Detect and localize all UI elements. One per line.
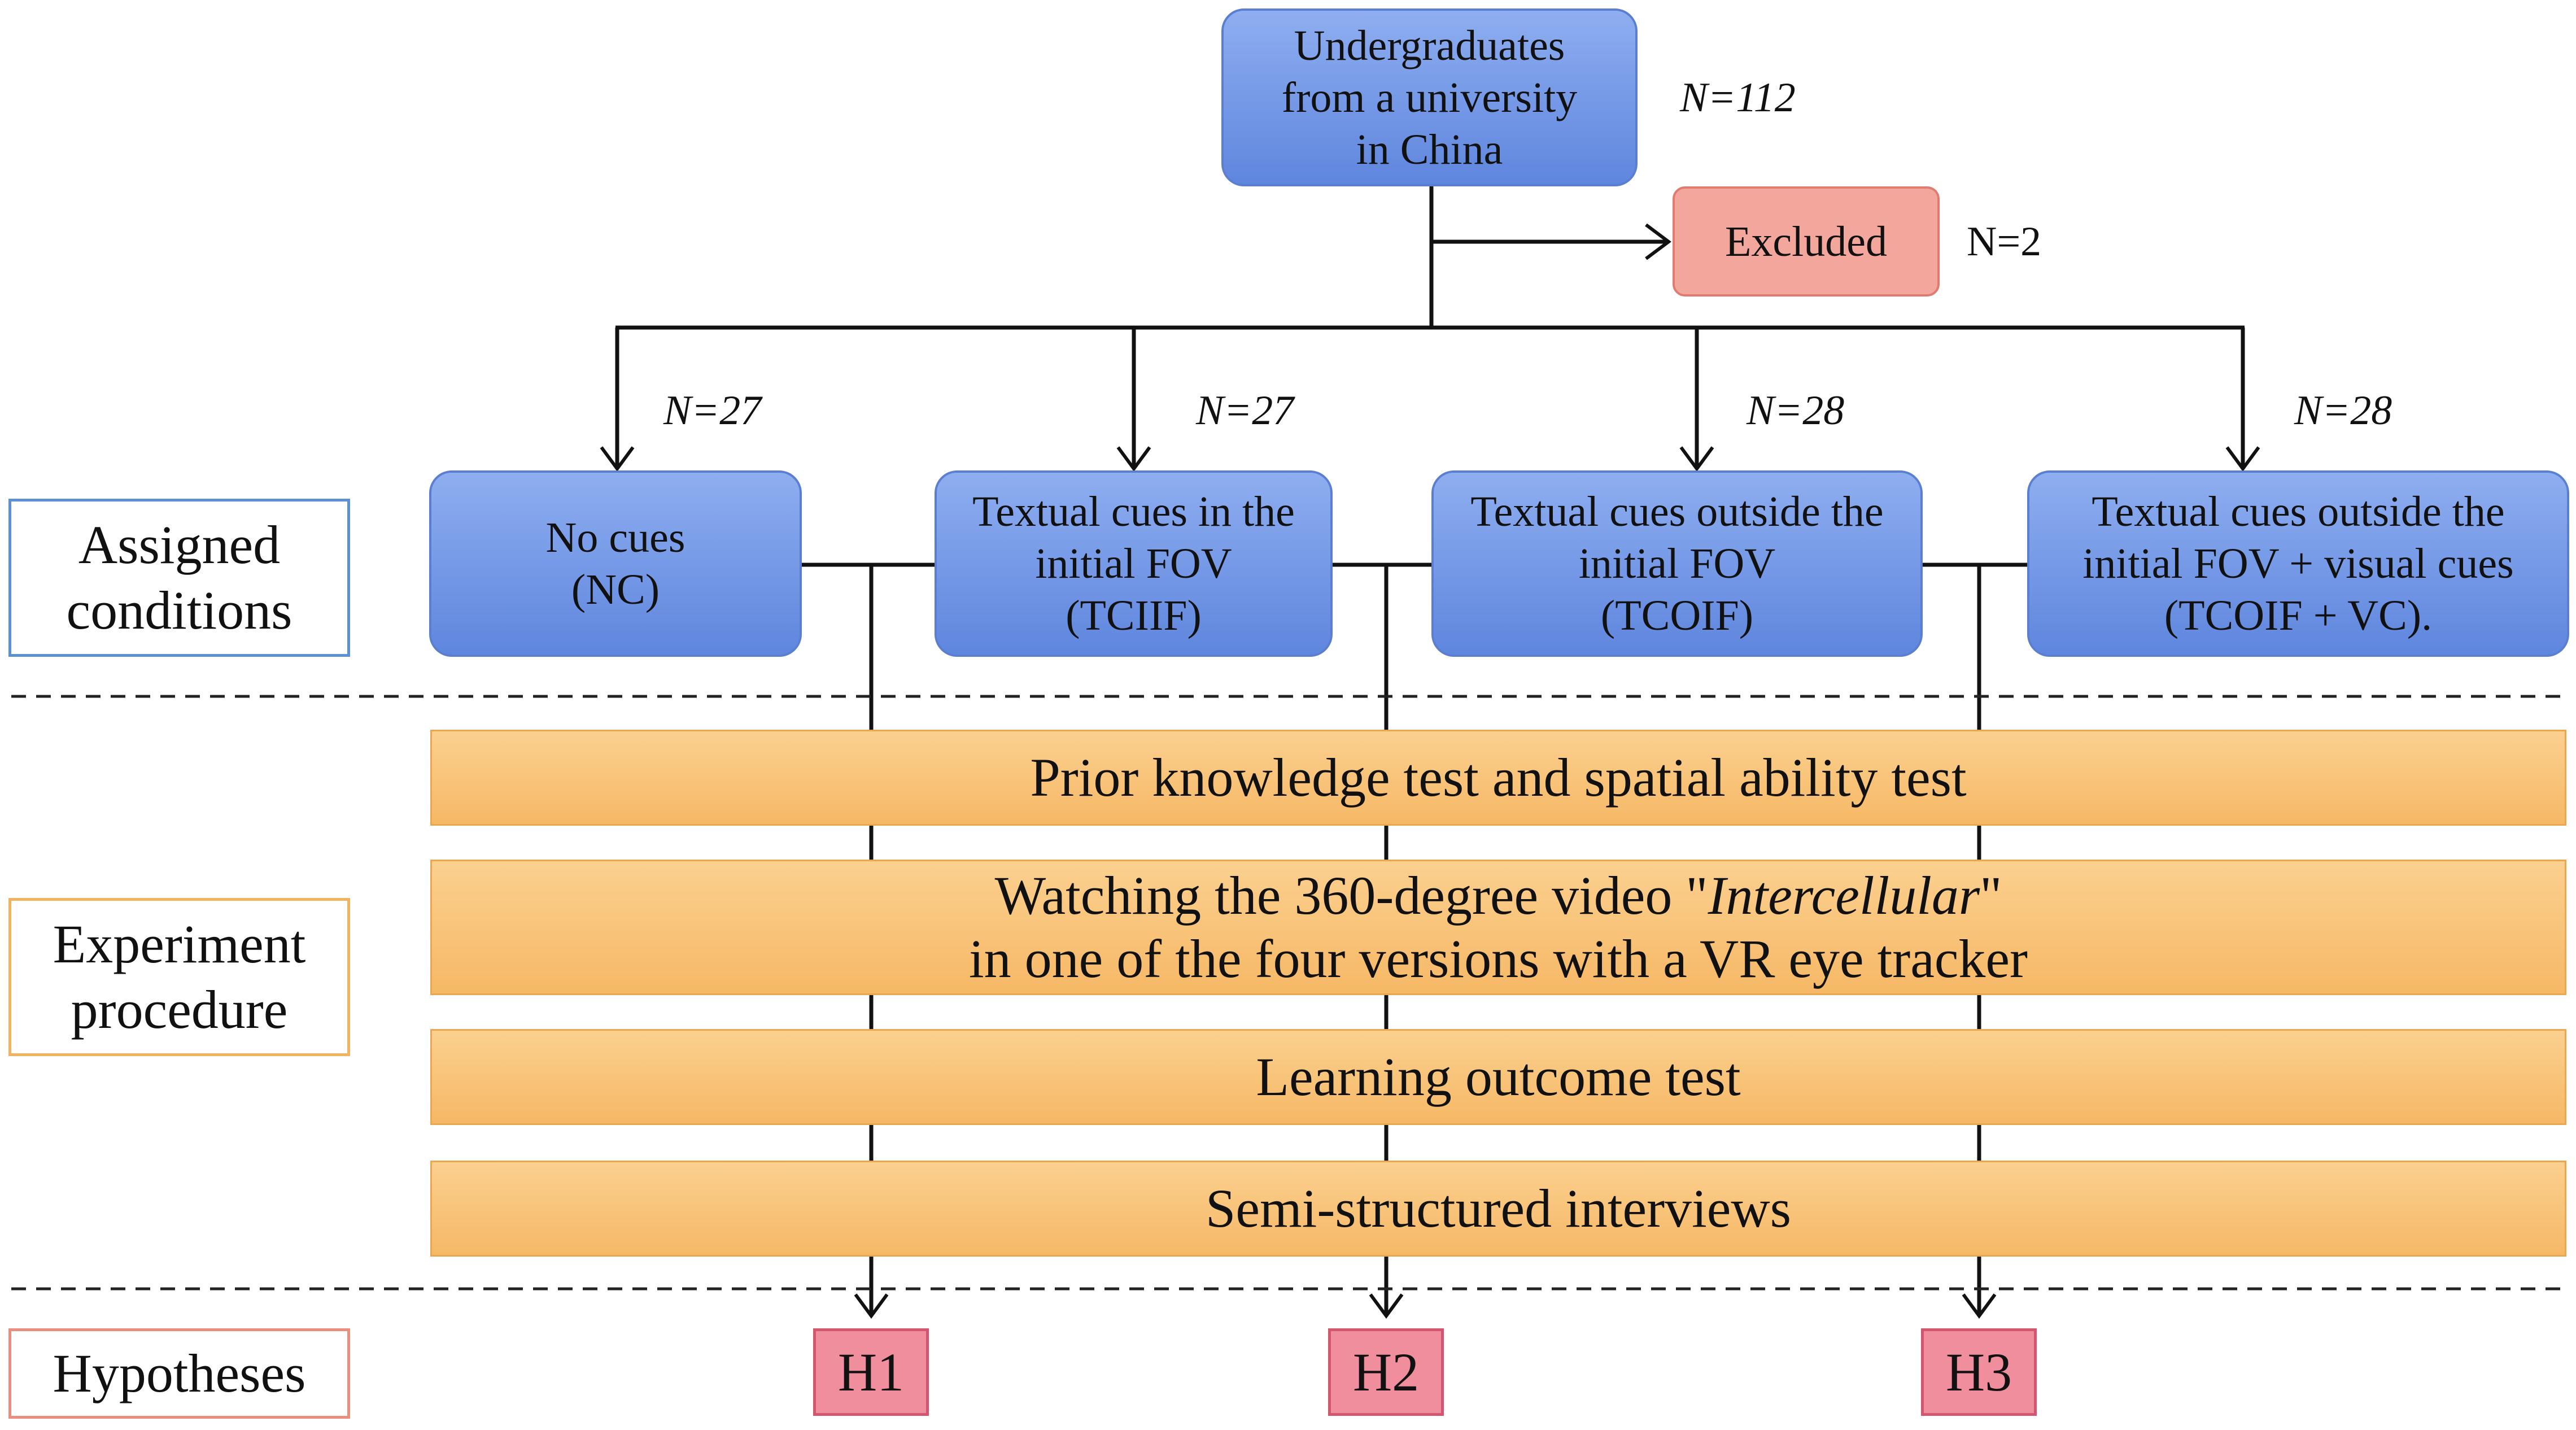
condition-count-tcoif-vc: N=28	[2294, 387, 2392, 434]
experiment-procedure-label: Experiment procedure	[8, 898, 350, 1056]
text-segment: Watching the 360-degree video "	[994, 865, 1708, 926]
condition-line: initial FOV	[1578, 540, 1776, 587]
condition-line: Textual cues in the	[972, 488, 1295, 535]
procedure-step-text: Semi-structured interviews	[1205, 1178, 1792, 1239]
procedure-step-text: Prior knowledge test and spatial ability…	[1030, 747, 1967, 808]
hypothesis-box-h2: H2	[1328, 1328, 1444, 1416]
text-segment: "	[1980, 865, 2002, 926]
condition-box-tcoif-vc: Textual cues outside the initial FOV + v…	[2027, 470, 2569, 657]
procedure-step-3: Learning outcome test	[430, 1029, 2566, 1125]
video-title: Intercellular	[1708, 865, 1980, 926]
procedure-step-2: Watching the 360-degree video "Intercell…	[430, 860, 2566, 995]
side-label-line: conditions	[66, 580, 292, 640]
population-line-3: in China	[1356, 125, 1503, 173]
procedure-step-text: Learning outcome test	[1256, 1047, 1741, 1107]
condition-line: (TCIIF)	[1066, 592, 1202, 639]
hypothesis-label: H1	[837, 1341, 905, 1402]
condition-line: (NC)	[571, 566, 660, 613]
population-count: N=112	[1680, 75, 1796, 121]
condition-box-tcoif: Textual cues outside the initial FOV (TC…	[1431, 470, 1923, 657]
hypothesis-label: H3	[1945, 1341, 2012, 1402]
procedure-step-text-line-2: in one of the four versions with a VR ey…	[969, 928, 2028, 989]
side-label-line: Assigned	[78, 515, 281, 575]
side-label-line: procedure	[71, 979, 288, 1040]
condition-line: initial FOV + visual cues	[2082, 540, 2514, 587]
excluded-label: Excluded	[1724, 217, 1887, 265]
condition-line: (TCOIF)	[1600, 592, 1754, 639]
condition-line: initial FOV	[1035, 540, 1232, 587]
assigned-conditions-label: Assigned conditions	[8, 499, 350, 657]
population-box: Undergraduates from a university in Chin…	[1221, 8, 1638, 186]
condition-box-nc: No cues (NC)	[429, 470, 802, 657]
procedure-step-4: Semi-structured interviews	[430, 1161, 2566, 1257]
condition-box-tciif: Textual cues in the initial FOV (TCIIF)	[935, 470, 1333, 657]
condition-count-nc: N=27	[663, 387, 762, 434]
hypothesis-box-h3: H3	[1921, 1328, 2037, 1416]
hypotheses-label: Hypotheses	[8, 1328, 350, 1419]
excluded-box: Excluded	[1673, 186, 1940, 297]
excluded-count: N=2	[1967, 219, 2042, 265]
population-line-2: from a university	[1281, 73, 1578, 121]
population-line-1: Undergraduates	[1294, 21, 1565, 69]
condition-count-tciif: N=27	[1196, 387, 1294, 434]
condition-line: Textual cues outside the	[2092, 488, 2505, 535]
side-label-line: Experiment	[53, 914, 306, 974]
excluded-arrowhead	[1645, 223, 1671, 260]
procedure-step-1: Prior knowledge test and spatial ability…	[430, 730, 2566, 826]
hypothesis-box-h1: H1	[813, 1328, 929, 1416]
hypothesis-label: H2	[1352, 1341, 1420, 1402]
condition-line: Textual cues outside the	[1470, 488, 1884, 535]
condition-line: (TCOIF + VC).	[2164, 592, 2433, 639]
side-label-line: Hypotheses	[53, 1343, 306, 1403]
condition-line: No cues	[545, 514, 686, 561]
procedure-step-text-line-1: Watching the 360-degree video "Intercell…	[995, 864, 2002, 927]
condition-count-tcoif: N=28	[1747, 387, 1845, 434]
